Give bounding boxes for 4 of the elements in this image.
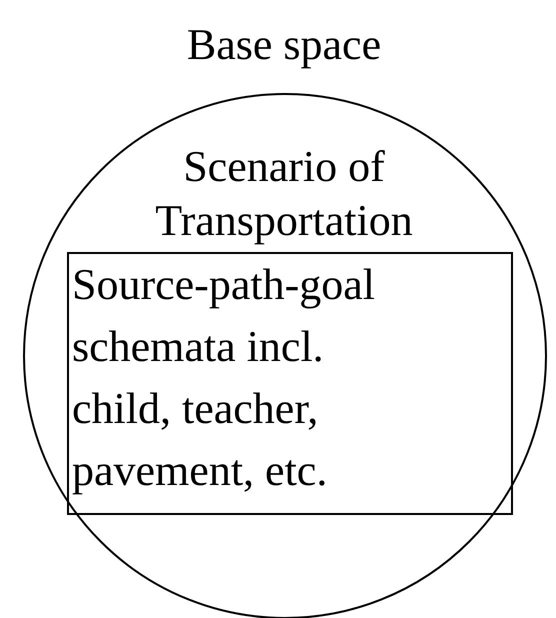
circle-label: Scenario of Transportation <box>154 141 414 247</box>
box-text: Source-path-goal schemata incl. child, teacher, pavement, etc. <box>71 259 376 497</box>
text-box <box>67 252 513 515</box>
heading: Base space <box>186 19 382 71</box>
